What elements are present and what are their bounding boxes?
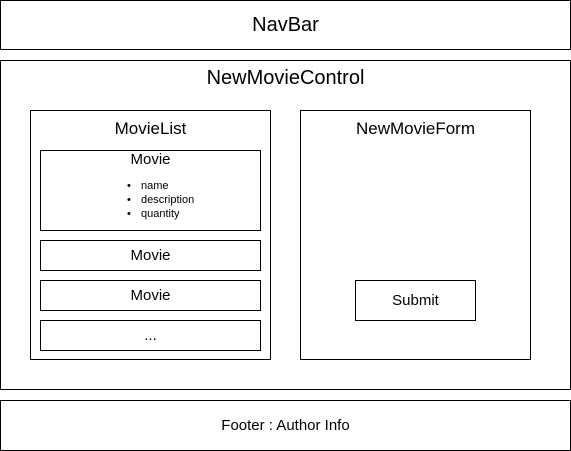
footer-box: Footer : Author Info	[0, 400, 571, 451]
movie-detail-title: Movie	[130, 151, 171, 168]
new-movie-form-title: NewMovieForm	[355, 119, 476, 138]
movie-properties-list: name description quantity	[127, 179, 194, 221]
movie-item-box: Movie	[40, 240, 261, 271]
movie-list-title: MovieList	[114, 119, 187, 138]
movie-property-name: name	[127, 179, 194, 193]
submit-button-box: Submit	[355, 280, 476, 321]
new-movie-form-box: NewMovieForm	[300, 110, 531, 360]
new-movie-control-title: NewMovieControl	[206, 67, 365, 89]
movie-detail-box: Movie name description quantity	[40, 150, 261, 231]
movie-more-box: ...	[40, 320, 261, 351]
movie-property-quantity: quantity	[127, 207, 194, 221]
movie-property-description: description	[127, 193, 194, 207]
movie-item-box: Movie	[40, 280, 261, 311]
navbar-box: NavBar	[0, 0, 571, 50]
